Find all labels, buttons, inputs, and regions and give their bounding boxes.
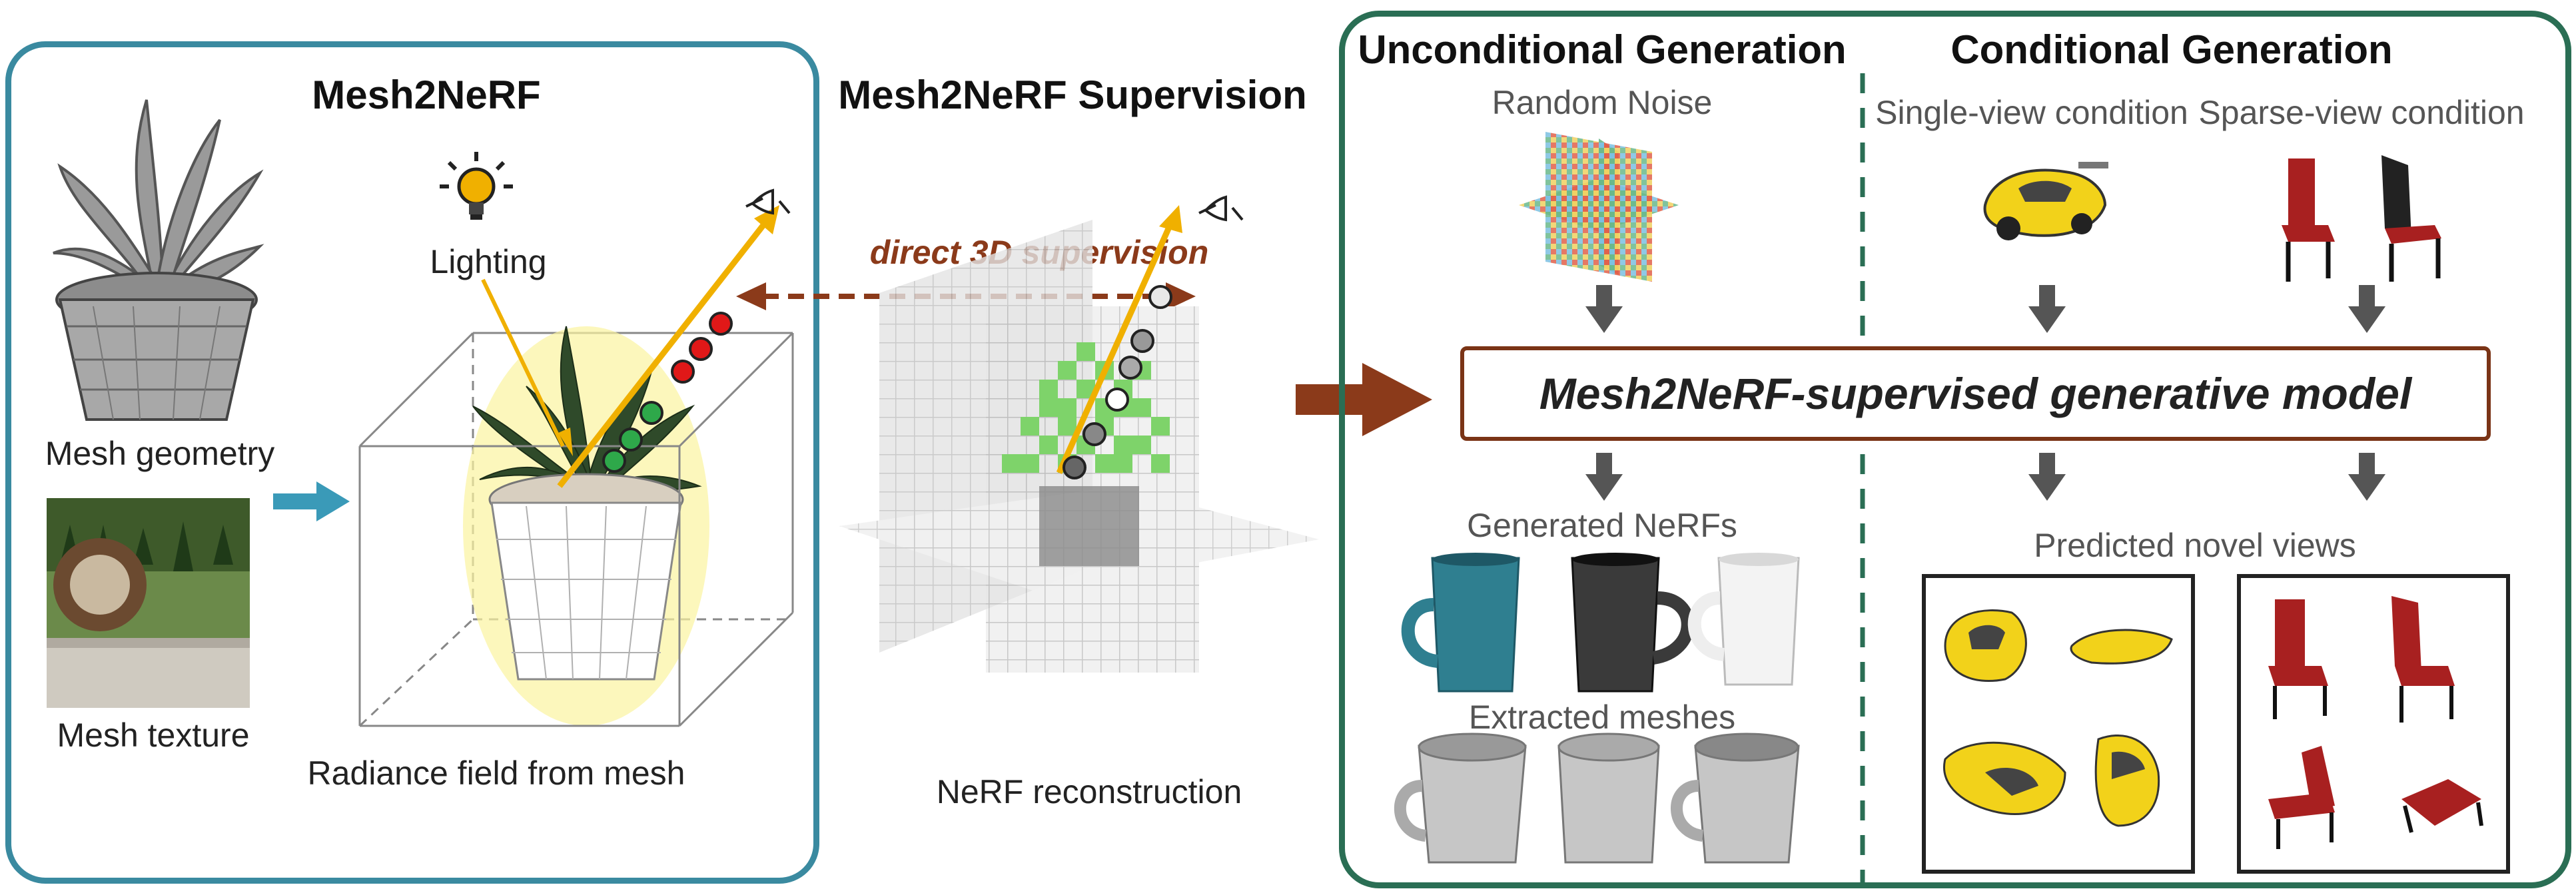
arrow-model-to-nerfs xyxy=(1585,453,1623,501)
unconditional-generation-title: Unconditional Generation xyxy=(1358,27,1847,72)
mesh-texture-image xyxy=(47,498,250,708)
single-view-condition-label: Single-view condition xyxy=(1875,94,2188,131)
sparse-view-condition-label: Sparse-view condition xyxy=(2198,94,2525,131)
random-noise-image xyxy=(1519,132,1679,282)
conditional-generation-title: Conditional Generation xyxy=(1950,27,2393,72)
sparse-view-chairs-image xyxy=(2282,155,2441,282)
extracted-mesh-mugs xyxy=(1394,733,1800,864)
arrow-sparse-to-model xyxy=(2348,285,2385,333)
arrow-model-to-sparse-views xyxy=(2348,453,2385,501)
predicted-car-views xyxy=(1943,609,2173,827)
mesh2nerf-panel xyxy=(5,41,819,884)
random-noise-label: Random Noise xyxy=(1492,84,1713,121)
mesh2nerf-title: Mesh2NeRF xyxy=(312,73,541,117)
arrow-noise-to-model xyxy=(1585,285,1623,333)
generation-panel xyxy=(1339,11,2571,888)
mesh-texture-label: Mesh texture xyxy=(57,717,250,754)
supervision-title: Mesh2NeRF Supervision xyxy=(838,73,1307,117)
lighting-label: Lighting xyxy=(430,243,547,280)
radiance-field-label: Radiance field from mesh xyxy=(307,754,685,792)
generative-model-box: Mesh2NeRF-supervised generative model xyxy=(1460,346,2491,441)
generative-model-label: Mesh2NeRF-supervised generative model xyxy=(1539,369,2412,418)
nerf-reconstruction-illustration xyxy=(839,195,1319,673)
single-view-car-image xyxy=(1983,162,2108,240)
generated-nerfs-label: Generated NeRFs xyxy=(1467,507,1737,544)
extracted-meshes-label: Extracted meshes xyxy=(1468,699,1736,736)
nerf-reconstruction-label: NeRF reconstruction xyxy=(936,773,1242,810)
panel-divider xyxy=(1860,73,1865,886)
radiance-field-illustration xyxy=(358,188,794,727)
lightbulb-icon xyxy=(440,152,513,220)
predicted-chair-views-frame xyxy=(2237,574,2510,874)
big-brown-arrow xyxy=(1296,363,1432,436)
predicted-chair-views xyxy=(2268,596,2483,849)
generated-nerf-mugs xyxy=(1401,553,1800,693)
arrow-model-to-single-views xyxy=(2028,453,2066,501)
mesh-geometry-image xyxy=(53,99,264,421)
predicted-novel-views-label: Predicted novel views xyxy=(2034,527,2356,564)
mesh-geometry-label: Mesh geometry xyxy=(45,435,275,472)
arrow-single-to-model xyxy=(2028,285,2066,333)
teal-arrow xyxy=(273,481,350,521)
